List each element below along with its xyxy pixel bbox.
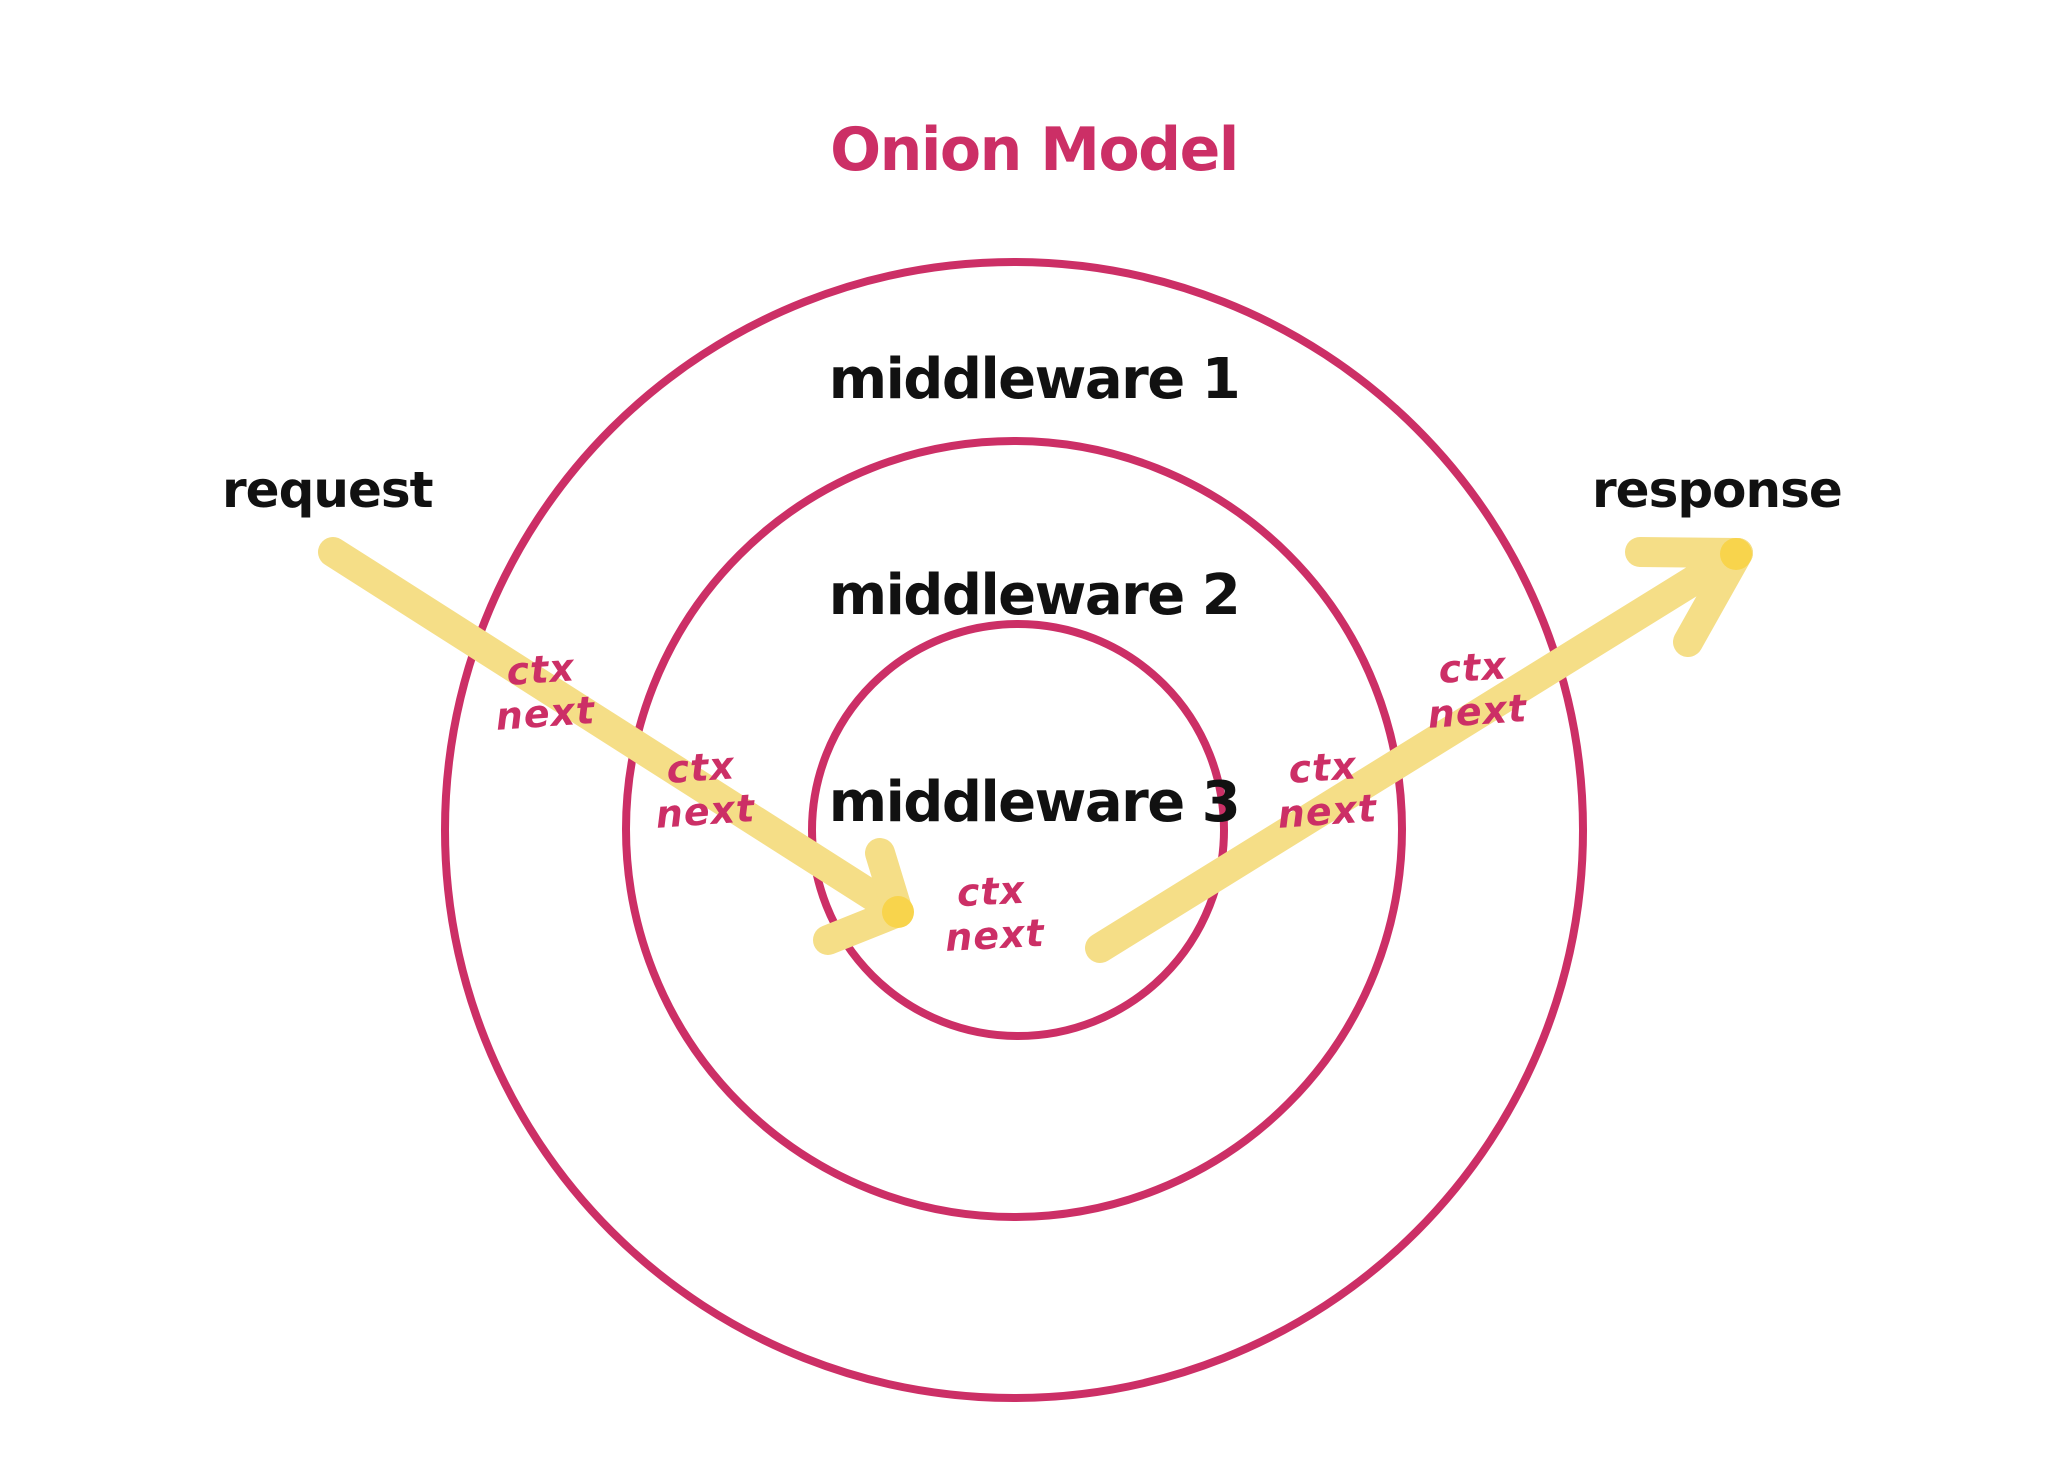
diagram-title: Onion Model [830, 115, 1239, 185]
ctx-text: ctx [665, 743, 737, 792]
ctx-next-annotation-outbound-ring-2: ctx next [1276, 743, 1378, 837]
ring-label-middleware-1: middleware 1 [828, 347, 1241, 412]
request-arrow-shaft [318, 537, 913, 927]
ctx-text: ctx [1437, 643, 1509, 692]
next-text: next [1426, 686, 1529, 737]
response-arrow [1085, 537, 1753, 963]
next-text: next [654, 786, 757, 837]
next-text: next [1276, 786, 1379, 837]
response-arrow-shaft [1085, 538, 1753, 963]
response-arrow-tip [1720, 538, 1752, 570]
ctx-text: ctx [505, 645, 577, 694]
ring-inner-middleware-3 [808, 620, 1228, 1040]
ctx-next-annotation-core-ring-3: ctx next [944, 867, 1046, 960]
ring-group [441, 258, 1587, 1402]
next-text: next [494, 688, 597, 739]
ctx-next-annotation-outbound-ring-1: ctx next [1426, 643, 1528, 737]
ring-label-middleware-3: middleware 3 [828, 770, 1241, 835]
ring-label-middleware-2: middleware 2 [828, 563, 1241, 628]
next-text: next [944, 910, 1046, 960]
ctx-next-annotation-inbound-ring-1: ctx next [494, 645, 596, 739]
ring-middle-middleware-2 [622, 437, 1406, 1221]
request-label: request [222, 461, 434, 519]
response-label: response [1592, 461, 1843, 519]
ring-outer-middleware-1 [441, 258, 1587, 1402]
request-arrow [318, 537, 914, 955]
ctx-next-annotation-inbound-ring-2: ctx next [654, 743, 756, 837]
ctx-text: ctx [955, 867, 1027, 916]
ctx-text: ctx [1287, 743, 1359, 792]
request-arrow-tip [882, 896, 914, 928]
